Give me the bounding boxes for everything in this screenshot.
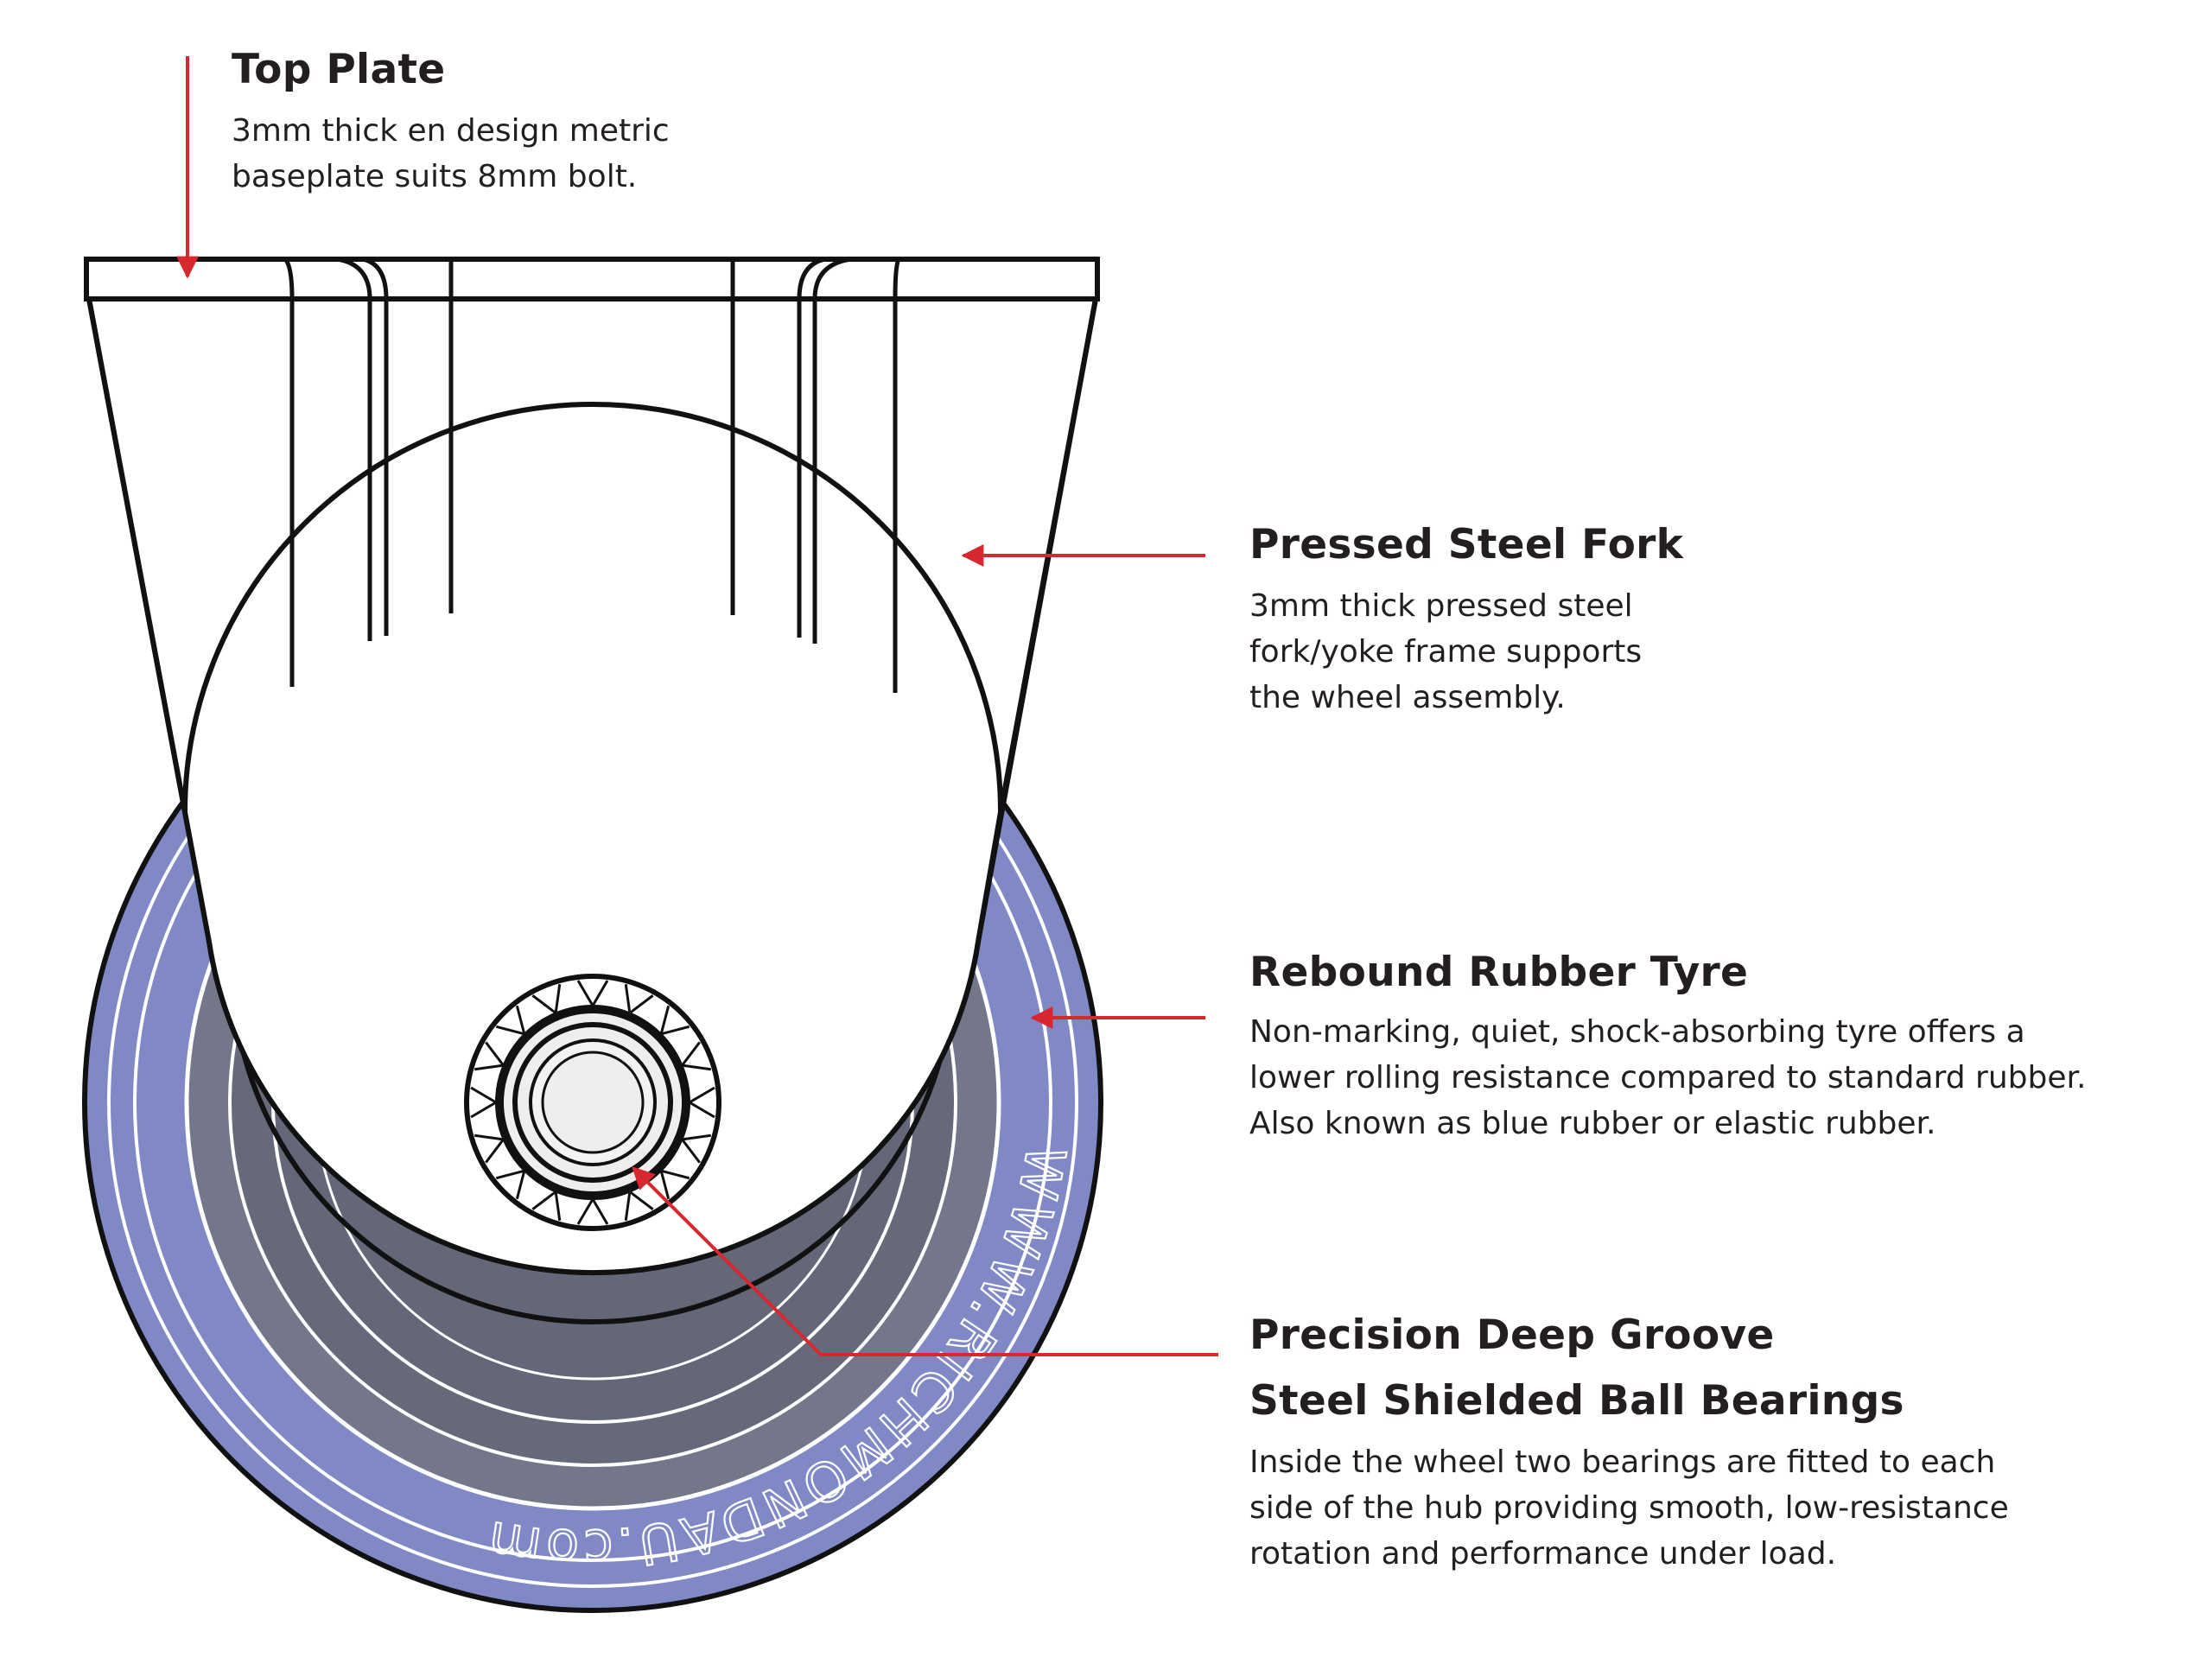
callout-title: Top Plate — [232, 46, 446, 93]
callout-title: Rebound Rubber Tyre — [1249, 949, 1749, 996]
rib-left-3 — [362, 257, 389, 636]
rib-right-3 — [812, 257, 852, 644]
callout-line: rotation and performance under load. — [1249, 1535, 1837, 1572]
callout-line: Non-marking, quiet, shock-absorbing tyre… — [1249, 1014, 2025, 1051]
callout-line: fork/yoke frame supports — [1249, 633, 1643, 670]
callout-line: the wheel assembly. — [1249, 679, 1566, 715]
callout-line: Inside the wheel two bearings are fitted… — [1249, 1445, 1996, 1481]
fork-bottom-arc — [207, 941, 981, 1276]
callout-ball-bearings: Precision Deep Groove Steel Shielded Bal… — [1249, 1309, 2200, 1578]
callout-line: side of the hub providing smooth, low-re… — [1249, 1489, 2009, 1526]
fork-wheel-arc — [182, 402, 1003, 813]
callout-line: Also known as blue rubber or elastic rub… — [1249, 1105, 1936, 1141]
fork — [84, 257, 1100, 1324]
callout-line: lower rolling resistance compared to sta… — [1249, 1059, 2087, 1095]
callout-line: baseplate suits 8mm bolt. — [232, 158, 638, 194]
axle-center — [541, 1051, 645, 1154]
red-arrow-icon — [632, 1166, 1218, 1356]
fork-lower-left — [182, 811, 212, 943]
bearing — [464, 974, 721, 1231]
rib-left-2 — [336, 257, 372, 641]
callout-title: Precision Deep Groove — [1249, 1311, 1775, 1359]
fork-side-edge-left — [86, 298, 188, 813]
top-plate — [84, 257, 1100, 302]
fork-lower-right — [976, 811, 1003, 943]
callout-line: 3mm thick en design metric — [232, 113, 670, 149]
callout-title-line-2: Steel Shielded Ball Bearings — [1249, 1377, 1904, 1426]
rib-left-1 — [283, 257, 295, 687]
callout-line: 3mm thick pressed steel — [1249, 588, 1633, 625]
callout-arrows — [176, 56, 1218, 1356]
callout-top-plate: Top Plate 3mm thick en design metric bas… — [232, 43, 1096, 200]
rib-right-4 — [893, 257, 901, 693]
rib-right-2 — [797, 257, 826, 638]
callout-title: Pressed Steel Fork — [1249, 521, 1684, 568]
fork-ribs — [283, 257, 901, 693]
callout-rebound-rubber-tyre: Rebound Rubber Tyre Non-marking, quiet, … — [1249, 946, 2200, 1147]
callout-pressed-steel-fork: Pressed Steel Fork 3mm thick pressed ste… — [1249, 518, 2183, 721]
fork-overlap-fill — [185, 404, 1001, 1273]
